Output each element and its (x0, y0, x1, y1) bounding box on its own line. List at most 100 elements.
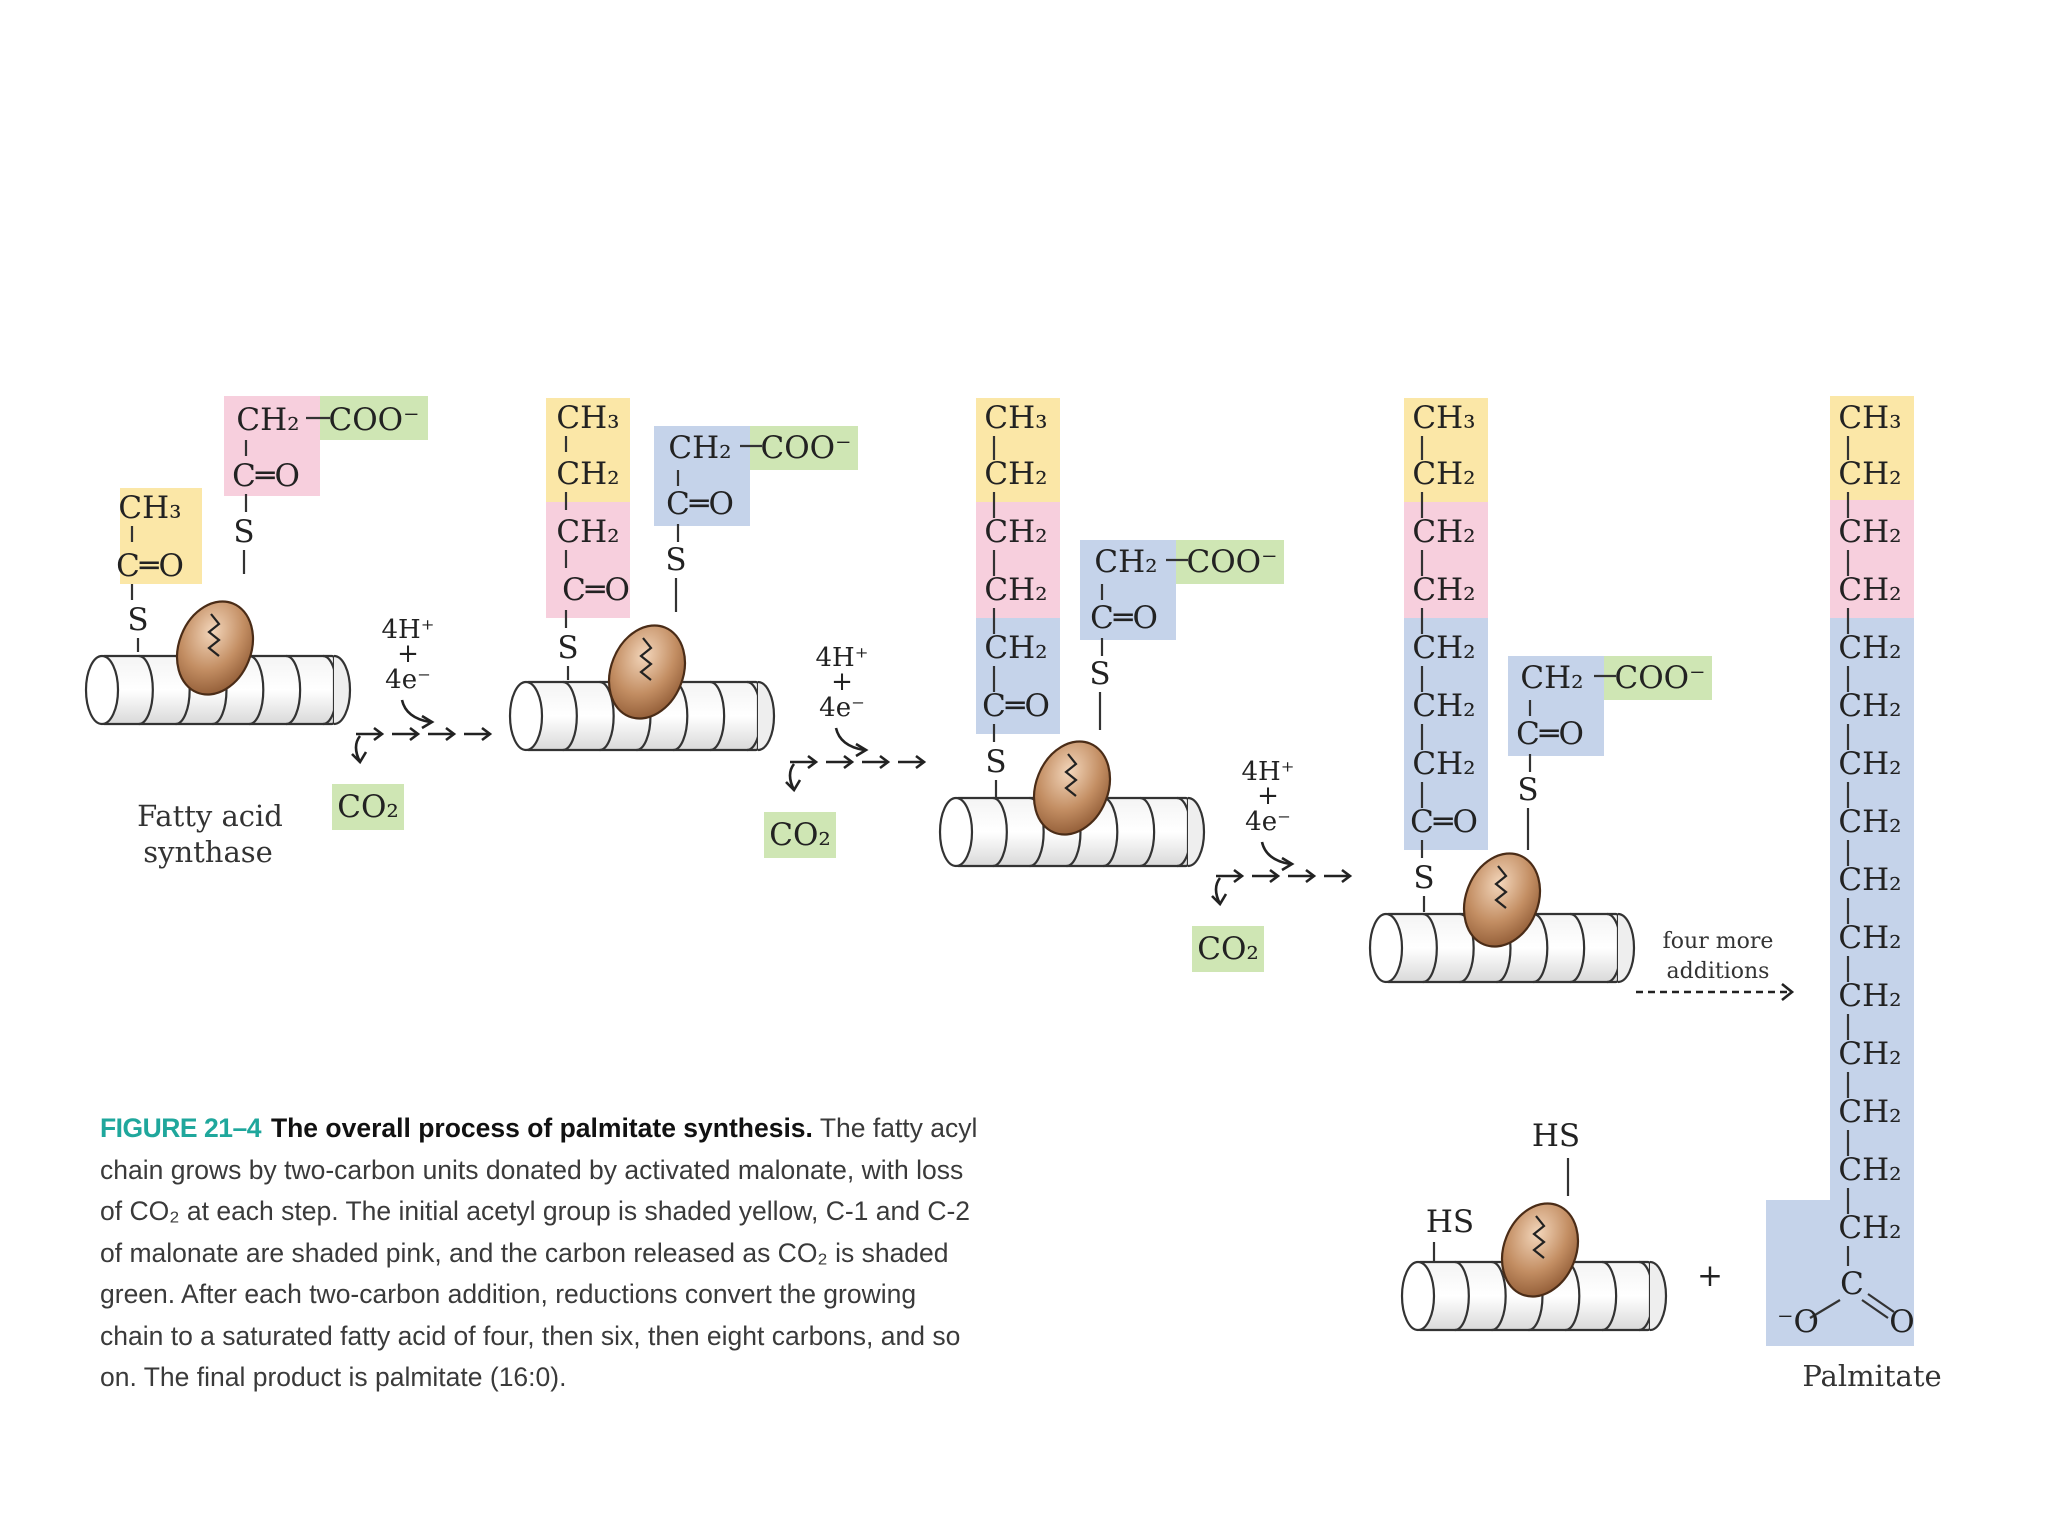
stage3-group: CH₂ (984, 514, 1047, 550)
arrowhead (855, 742, 869, 758)
stage3-m-co: C═O (1090, 600, 1158, 636)
cylinder-end (1400, 1260, 1436, 1332)
stage3-group: C═O (982, 688, 1050, 724)
stage3-malonyl-blue2 (1080, 584, 1176, 640)
palmitate-group: CH₂ (1838, 978, 1901, 1014)
acyl-carrier-protein-icon (1462, 852, 1542, 948)
arrowhead (373, 726, 385, 742)
cylinder-ring (1569, 912, 1586, 984)
arrowhead (785, 779, 802, 793)
acetyl-ch3: CH₃ (118, 490, 181, 526)
stage3-acetyl (976, 398, 1060, 502)
stage4-m-co: C═O (1516, 716, 1584, 752)
fatty-acid-synthase-icon (84, 600, 352, 726)
arrowhead (1269, 868, 1281, 884)
malonyl-1-s: S (233, 514, 254, 550)
acyl-carrier-protein-icon (1500, 1202, 1580, 1298)
fatty-acid-synthase-icon (1400, 1202, 1668, 1332)
stage3-malonyl-green (1176, 540, 1284, 584)
stage2-acetyl (546, 398, 630, 502)
co2-label: CO₂ (1197, 931, 1259, 967)
co2-box (1192, 926, 1264, 972)
cylinder-ring (285, 654, 302, 726)
hs-label-left: HS (1426, 1204, 1474, 1240)
cylinder-ring (1103, 796, 1119, 868)
phosphopantetheine-arm (1064, 753, 1078, 797)
malonyl-1-pink (224, 396, 320, 440)
stage2-malonyl (546, 502, 630, 618)
stage3-group: CH₂ (984, 630, 1047, 666)
cylinder-ring (709, 680, 726, 752)
stage4-group: CH₃ (1412, 400, 1475, 436)
stage4-acetyl (1404, 398, 1488, 502)
cylinder-ring (1533, 912, 1549, 984)
arrowhead (421, 714, 435, 730)
palmitate-group: CH₂ (1838, 1036, 1901, 1072)
cylinder-end (1649, 1260, 1668, 1332)
palmitate-carboxyl (1766, 1200, 1914, 1346)
stage4-malonyl-blue2 (1508, 700, 1604, 756)
acyl-carrier-protein-icon (1032, 740, 1112, 836)
palmitate-group: CH₂ (1838, 746, 1901, 782)
cylinder-ring (992, 796, 1008, 868)
co2-box (332, 784, 404, 830)
cylinder-ring (562, 680, 578, 752)
arrowhead (1305, 868, 1317, 884)
acyl-carrier-protein-icon (607, 624, 687, 720)
malonyl-1-green (320, 396, 428, 440)
phosphopantetheine-arm (639, 637, 653, 681)
figure-caption: FIGURE 21–4 The overall process of palmit… (100, 1108, 980, 1399)
arrowhead (1781, 982, 1795, 1002)
palmitate-group: CH₂ (1838, 514, 1901, 550)
reducing-plus-label: + (831, 667, 853, 697)
arrowhead (843, 754, 855, 770)
stage2-m-coo: COO⁻ (761, 430, 852, 466)
stage3-m-s: S (1089, 656, 1110, 692)
reducing-e-label: 4e⁻ (819, 693, 865, 723)
cylinder-end (938, 796, 974, 868)
reducing-plus-label: + (1257, 781, 1279, 811)
co2-box (764, 812, 836, 858)
arrowhead (445, 726, 457, 742)
cylinder-ring (1139, 796, 1156, 868)
stage2-ch2b: CH₂ (556, 514, 619, 550)
plus-sign: + (1697, 1258, 1723, 1294)
reducing-h-label: 4H⁺ (816, 643, 869, 673)
stage4-s: S (1413, 860, 1434, 896)
phosphopantetheine-arm (1494, 865, 1508, 909)
hs-label-top: HS (1532, 1118, 1580, 1154)
palmitate-blue (1830, 618, 1914, 1200)
stage3-pink (976, 502, 1060, 618)
palmitate-group: CH₃ (1838, 400, 1901, 436)
cylinder-ring (1454, 1260, 1470, 1332)
arrowhead (481, 726, 493, 742)
arrowhead (807, 754, 819, 770)
palmitate-acetyl (1830, 396, 1914, 500)
figure-caption-text: The fatty acyl chain grows by two-carbon… (100, 1113, 978, 1392)
acetyl-shade (120, 488, 202, 584)
stage4-pink (1404, 502, 1488, 618)
arrowhead (409, 726, 421, 742)
stage4-group: CH₂ (1412, 630, 1475, 666)
reducing-plus-label: + (397, 639, 419, 669)
stage2-m-ch2: CH₂ (668, 430, 731, 466)
cylinder-end (1617, 912, 1636, 984)
malonyl-1-ch2: CH₂ (236, 402, 299, 438)
palmitate-group: CH₂ (1838, 456, 1901, 492)
palmitate-group: CH₂ (1838, 920, 1901, 956)
fatty-acid-synthase-icon (508, 624, 776, 752)
palmitate-o: O (1889, 1304, 1914, 1340)
figure-number: FIGURE 21–4 (100, 1113, 261, 1143)
stage4-group: CH₂ (1412, 456, 1475, 492)
stage2-ch2: CH₂ (556, 456, 619, 492)
stage3-m-coo: COO⁻ (1187, 544, 1278, 580)
stage2-malonyl-green (750, 426, 858, 470)
figure-title: The overall process of palmitate synthes… (270, 1113, 813, 1143)
stage2-m-co: C═O (666, 486, 734, 522)
stage4-group: CH₂ (1412, 572, 1475, 608)
stage2-m-s: S (665, 542, 686, 578)
palmitate-group: CH₂ (1838, 862, 1901, 898)
reducing-h-label: 4H⁺ (382, 615, 435, 645)
stage3-s: S (985, 744, 1006, 780)
cylinder-end (757, 680, 776, 752)
